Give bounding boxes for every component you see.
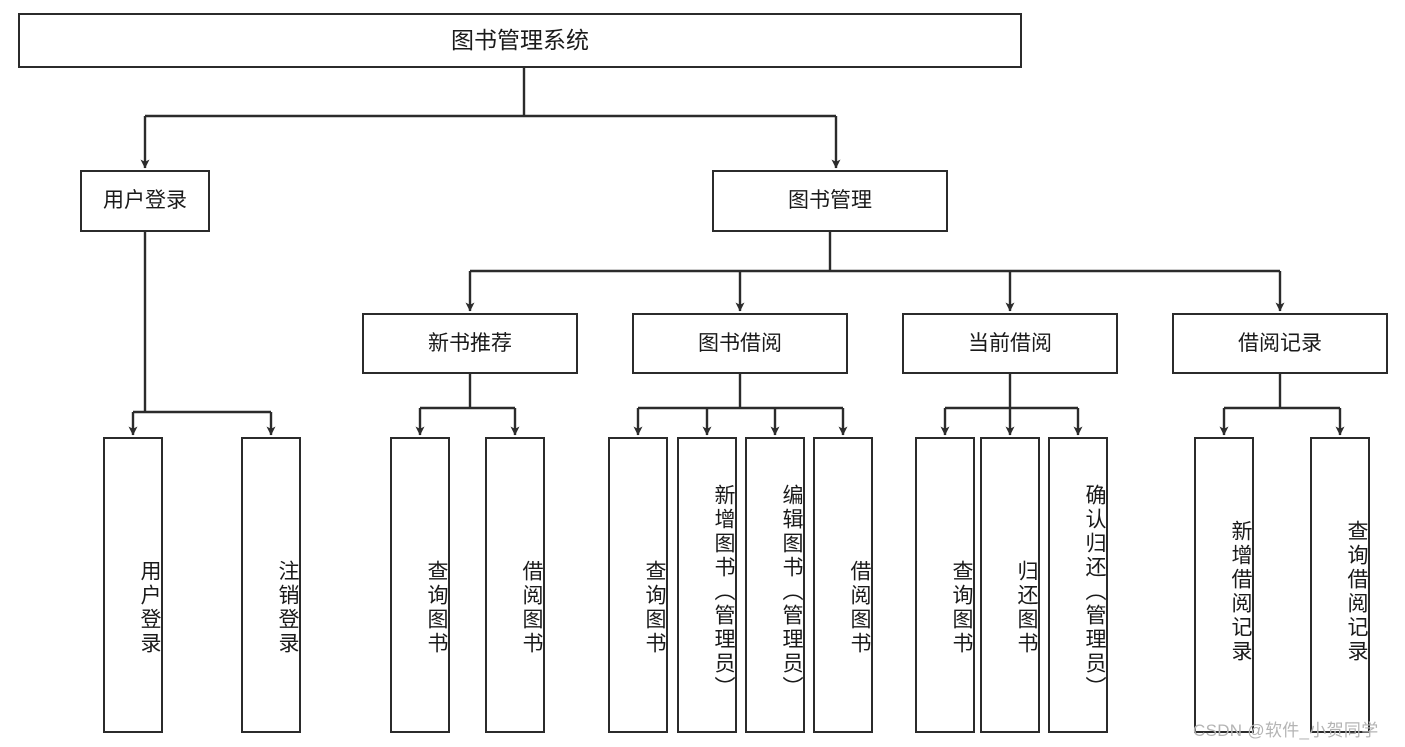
node-label: 注销登录	[276, 560, 299, 656]
node-label: 查询图书	[950, 560, 973, 656]
leaf-bb-query-book[interactable]: 查询图书	[608, 437, 668, 733]
node-label: 新书推荐	[428, 331, 512, 355]
node-new-book-recommend[interactable]: 新书推荐	[362, 313, 578, 374]
node-label: 查询图书	[643, 560, 666, 656]
leaf-cb-query-book[interactable]: 查询图书	[915, 437, 975, 733]
node-label: 确认归还（管理员）	[1083, 484, 1106, 700]
node-label: 图书管理系统	[451, 26, 589, 53]
leaf-cb-confirm-return-admin[interactable]: 确认归还（管理员）	[1048, 437, 1108, 733]
node-label: 新增图书（管理员）	[712, 484, 735, 700]
leaf-br-query-record[interactable]: 查询借阅记录	[1310, 437, 1370, 733]
leaf-bb-edit-book-admin[interactable]: 编辑图书（管理员）	[745, 437, 805, 733]
leaf-nb-query-book[interactable]: 查询图书	[390, 437, 450, 733]
node-borrow-record[interactable]: 借阅记录	[1172, 313, 1388, 374]
csdn-watermark: CSDN @软件_小贺同学	[1193, 721, 1379, 740]
leaf-user-login[interactable]: 用户登录	[103, 437, 163, 733]
node-root-book-management-system[interactable]: 图书管理系统	[18, 13, 1022, 68]
node-label: 用户登录	[138, 560, 161, 656]
node-book-management[interactable]: 图书管理	[712, 170, 948, 232]
node-label: 新增借阅记录	[1229, 520, 1252, 664]
node-label: 借阅图书	[520, 560, 543, 656]
leaf-bb-borrow-book[interactable]: 借阅图书	[813, 437, 873, 733]
node-label: 借阅图书	[848, 560, 871, 656]
node-label: 借阅记录	[1238, 331, 1322, 355]
node-label: 编辑图书（管理员）	[780, 484, 803, 700]
leaf-nb-borrow-book[interactable]: 借阅图书	[485, 437, 545, 733]
leaf-cb-return-book[interactable]: 归还图书	[980, 437, 1040, 733]
node-book-borrow[interactable]: 图书借阅	[632, 313, 848, 374]
node-label: 用户登录	[103, 189, 187, 213]
node-label: 归还图书	[1015, 560, 1038, 656]
node-label: 查询图书	[425, 560, 448, 656]
leaf-br-add-record[interactable]: 新增借阅记录	[1194, 437, 1254, 733]
leaf-logout[interactable]: 注销登录	[241, 437, 301, 733]
node-label: 图书管理	[788, 189, 872, 213]
leaf-bb-add-book-admin[interactable]: 新增图书（管理员）	[677, 437, 737, 733]
node-label: 当前借阅	[968, 331, 1052, 355]
node-current-borrow[interactable]: 当前借阅	[902, 313, 1118, 374]
node-user-login[interactable]: 用户登录	[80, 170, 210, 232]
node-label: 图书借阅	[698, 331, 782, 355]
node-label: 查询借阅记录	[1345, 520, 1368, 664]
